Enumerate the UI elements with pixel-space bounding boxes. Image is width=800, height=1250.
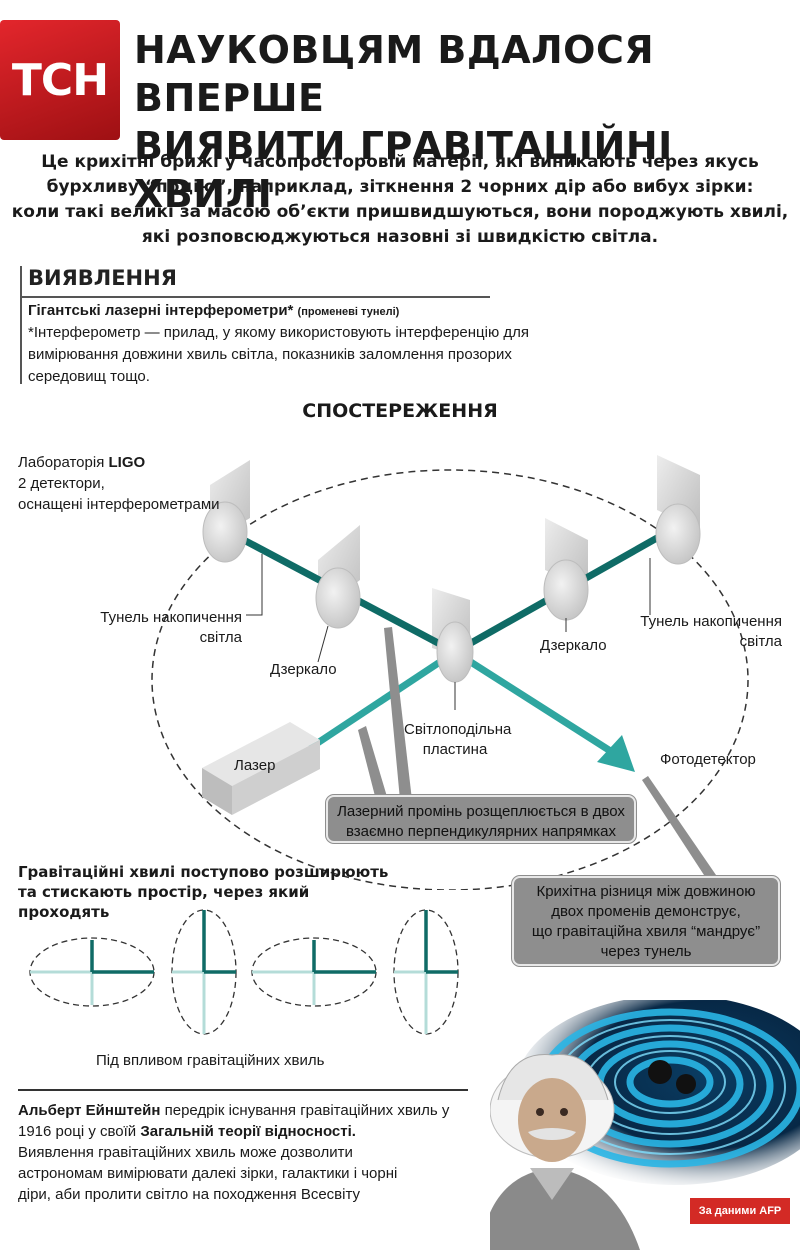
gravitational-wave-illustration (490, 1000, 800, 1250)
ligo-label: Лабораторія LIGO 2 детектори, оснащені і… (18, 452, 278, 515)
lab-line: оснащені інтерферометрами (18, 496, 220, 513)
intro-line: коли такі великі за масою об’єкти пришви… (11, 202, 789, 222)
lab-prefix: Лабораторія (18, 454, 109, 471)
black-hole-1 (648, 1060, 672, 1084)
deformation-vertical-2 (393, 909, 459, 1035)
detector-arrow (597, 735, 635, 772)
desc-line: вимірювання довжини хвиль світла, показн… (28, 346, 512, 363)
space-deformation-diagram (29, 909, 459, 1035)
laser-front (202, 768, 232, 815)
subtitle-text: Гігантські лазерні інтерферометри* (28, 302, 294, 319)
einstein-text-part: передрік існування гравітаційних хвиль у (160, 1102, 450, 1119)
leader-mirror-left (317, 625, 329, 663)
lab-line: 2 детектори, (18, 475, 105, 492)
detection-subtitle: Гігантські лазерні інтерферометри* (пром… (28, 302, 399, 319)
label-line: світла (739, 633, 782, 650)
beam-split-callout: Лазерний промінь розщеплюється в двох вз… (326, 795, 636, 843)
beam-laser (308, 649, 457, 751)
far-mirror-right (655, 503, 701, 565)
einstein-line: астрономам вимірювати далекі зірки, гала… (18, 1165, 398, 1182)
callout-line: Лазерний промінь розщеплюється в двох (337, 803, 625, 820)
detection-description: *Інтерферометр — прилад, у якому викорис… (28, 322, 568, 388)
subtitle-note: (променеві тунелі) (297, 306, 400, 318)
observatory-outline (151, 469, 749, 890)
mirror-right-label: Дзеркало (540, 637, 607, 654)
desc-line: *Інтерферометр — прилад, у якому викорис… (28, 324, 530, 341)
deformation-vertical-1 (171, 909, 237, 1035)
einstein-text-part: році у своїй (51, 1123, 141, 1140)
laser-side (232, 740, 320, 815)
source-badge: За даними AFP (690, 1198, 790, 1224)
page-title: НАУКОВЦЯМ ВДАЛОСЯ ВПЕРШЕ ВИЯВИТИ ГРАВІТА… (134, 26, 794, 218)
einstein-line: Виявлення гравітаційних хвиль може дозво… (18, 1144, 353, 1161)
callout-tail (642, 776, 716, 875)
deformation-horizontal-1 (29, 937, 155, 1007)
detection-box (20, 266, 552, 384)
lab-name: LIGO (108, 454, 146, 471)
leader-tunnel-left (246, 554, 263, 616)
beam-splitter (436, 621, 474, 683)
interferometer-diagram (151, 455, 749, 890)
gravity-caption: Під впливом гравітаційних хвиль (96, 1052, 325, 1069)
observation-title: СПОСТЕРЕЖЕННЯ (302, 400, 498, 422)
gravity-title-line: та стискають простір, через який проходя… (18, 883, 310, 921)
label-line: світла (199, 629, 242, 646)
callout-tail (384, 627, 412, 800)
tunnel-left-label: Тунель накопичення світла (96, 608, 242, 648)
mirror-left-label: Дзеркало (270, 661, 337, 678)
desc-line: середовищ тощо. (28, 368, 150, 385)
callout-line: Крихітна різниця між довжиною (536, 883, 756, 900)
detection-title: ВИЯВЛЕННЯ (28, 266, 177, 290)
gravity-title: Гравітаційні хвилі поступово розширюють … (18, 862, 398, 922)
callout-line: взаємно перпендикулярних напрямках (345, 823, 616, 840)
laser-label: Лазер (234, 757, 276, 774)
einstein-year: 1916 (18, 1123, 52, 1140)
label-line: Тунель накопичення (640, 613, 782, 630)
einstein-theory: Загальній теорії відносності. (140, 1123, 356, 1140)
label-line: пластина (422, 741, 488, 758)
near-mirror-left (315, 567, 361, 629)
intro-line: Це крихітні брижі у часопросторовій мате… (41, 152, 759, 172)
length-difference-callout: Крихітна різниця між довжиною двох проме… (512, 876, 780, 966)
einstein-text: Альберт Ейнштейн передрік існування грав… (18, 1100, 473, 1205)
black-hole-2 (676, 1074, 696, 1094)
deformation-horizontal-2 (251, 937, 377, 1007)
callout-line: через тунель (600, 943, 692, 960)
beam-detector (453, 649, 614, 755)
label-line: Світлоподільна (404, 721, 512, 738)
title-line-2: ВИЯВИТИ ГРАВІТАЦІЙНІ ХВИЛІ (134, 124, 673, 216)
laser-top (202, 722, 320, 786)
gravity-title-line: Гравітаційні хвилі поступово розширюють (18, 863, 389, 881)
detection-divider (20, 296, 490, 298)
intro-line: які розповсюджуються назовні зі швидкіст… (141, 227, 659, 247)
einstein-portrait (490, 1054, 640, 1250)
title-line-1: НАУКОВЦЯМ ВДАЛОСЯ ВПЕРШЕ (134, 28, 655, 120)
near-mirror-right (543, 559, 589, 621)
splitter-label: Світлоподільна пластина (404, 720, 512, 760)
einstein-divider (18, 1089, 468, 1091)
photodetector-label: Фотодетектор (660, 751, 756, 768)
einstein-line: діри, аби пролити світло на походження В… (18, 1186, 361, 1203)
logo-text: ТСН (11, 54, 109, 106)
tsn-logo: ТСН (0, 20, 120, 140)
intro-line: бурхливу “подію”, наприклад, зіткнення 2… (46, 177, 754, 197)
label-line: Тунель накопичення (100, 609, 242, 626)
callout-tail (358, 726, 388, 800)
tunnel-right-label: Тунель накопичення світла (630, 612, 782, 652)
far-mirror-left (202, 501, 248, 563)
intro-text: Це крихітні брижі у часопросторовій мате… (10, 150, 790, 250)
callout-line: що гравітаційна хвиля “мандрує” (531, 923, 761, 940)
callout-line: двох променів демонструє, (551, 903, 741, 920)
einstein-name: Альберт Ейнштейн (18, 1102, 161, 1119)
